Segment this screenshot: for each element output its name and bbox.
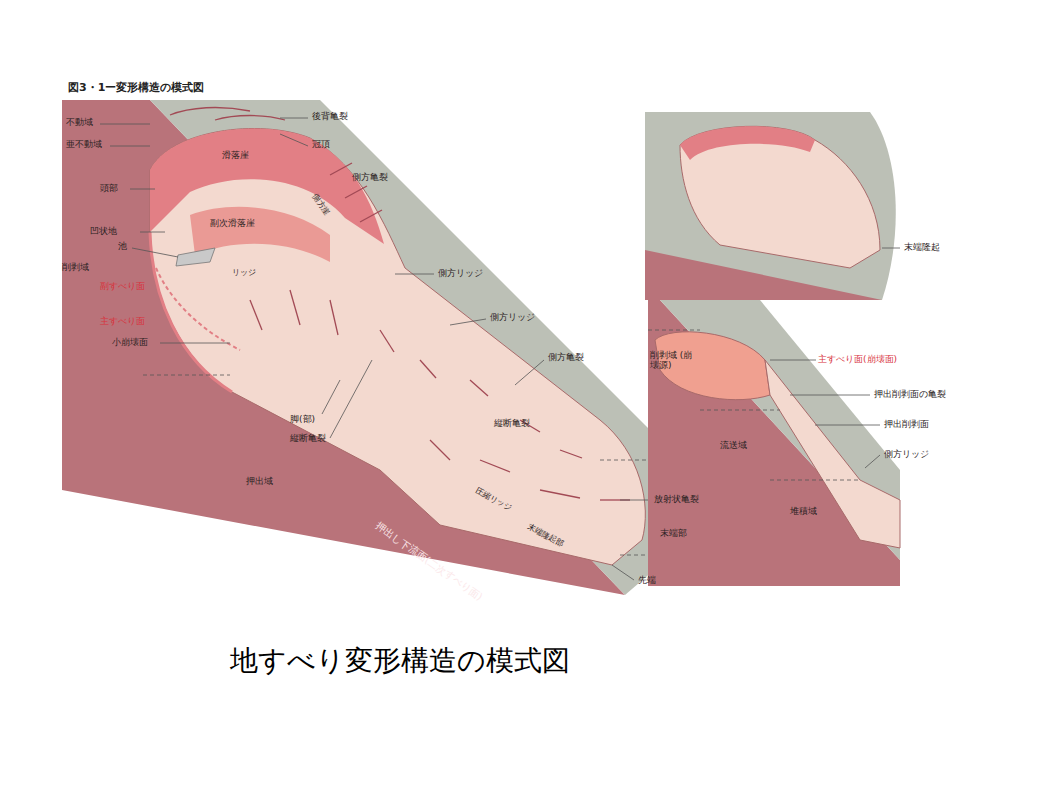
part-label: 押出域 [246,476,273,486]
part-label: 亜不動域 [66,139,102,149]
part-label: 放射状亀裂 [654,494,699,504]
part-label: 不動域 [66,117,93,127]
dashed-boundaries-3 [648,330,860,480]
part-label: 副すべり面 [100,281,145,291]
part-label: 冠頂 [312,139,330,149]
part-label: 小崩壊面 [112,337,148,347]
ground-surface-2 [645,112,896,300]
part-label: 側方リッジ [490,312,535,322]
leader-lines [100,118,650,580]
leader-line [882,248,900,249]
cut-face-3 [648,300,900,586]
figure-title: 図3・1ー変形構造の模式図 [68,82,204,95]
cracks [170,108,630,500]
landslide-body-2 [680,126,880,268]
landslide-body [150,128,645,565]
scarp-2 [680,126,815,160]
part-label: 側方亀裂 [352,172,388,182]
dashed-boundaries [143,375,700,555]
part-label: 池 [118,241,127,251]
main-slip-surface [150,232,232,392]
part-label: 先端 [638,575,656,585]
part-label: 側方リッジ [884,449,929,459]
part-label: リッジ [232,268,256,277]
ground-surface [150,100,660,595]
part-label: 末端部 [660,528,687,538]
part-label: 副次滑落崖 [210,218,255,228]
part-label: 後背亀裂 [312,111,348,121]
pond [176,248,215,266]
part-label: 側方リッジ [438,268,483,278]
sub-slip-surface [156,268,240,350]
part-label: 流送域 [720,440,747,450]
source-area [655,332,770,400]
leader-lines-3 [770,360,880,468]
part-label: 押出削剥面の亀裂 [874,389,946,399]
part-label: 押出削剥面 [884,419,929,429]
part-label: 削剥域 [62,262,89,272]
part-label: 縦断亀裂 [290,433,326,443]
flow-body [765,360,900,548]
part-label: 末端隆起 [904,242,940,252]
part-label: 削剥域 (崩壊源) [650,350,698,371]
part-label: 滑落崖 [222,150,249,160]
figure-caption: 地すべり変形構造の模式図 [230,645,570,677]
part-label: 縦断亀裂 [494,418,530,428]
part-label: 凹状地 [90,226,117,236]
part-label: 堆積域 [790,506,817,516]
part-label: 主すべり面(崩壊面) [818,354,897,364]
part-label: 側方亀裂 [548,352,584,362]
part-label: 主すべり面 [100,316,145,326]
part-label: 頭部 [100,183,118,193]
part-label: 脚(部) [290,414,315,424]
